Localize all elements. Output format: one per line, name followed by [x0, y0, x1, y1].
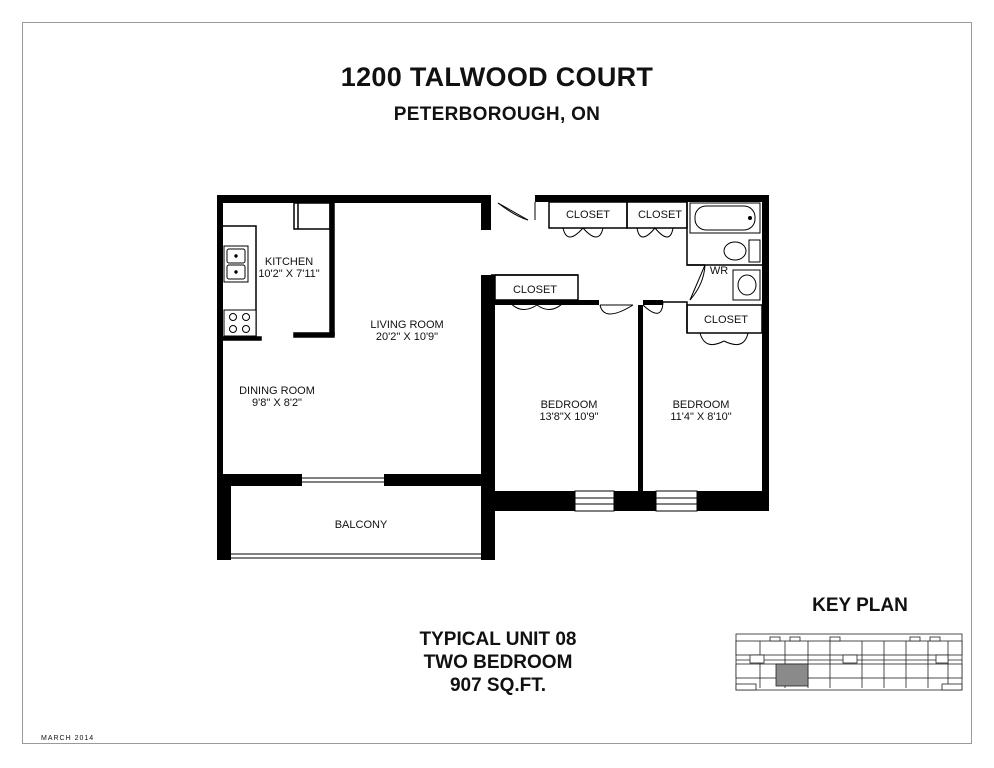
building-location: PETERBOROUGH, ON	[393, 104, 601, 125]
bedroom1-size: 13'8"X 10'9"	[539, 411, 598, 423]
closet-label-1: CLOSET	[566, 209, 610, 221]
closet-label-2: CLOSET	[638, 209, 682, 221]
dining-room-label: DINING ROOM	[239, 385, 315, 397]
sheet-border	[22, 22, 972, 744]
partitions	[222, 201, 763, 341]
washroom-label: WR	[710, 265, 728, 277]
bedroom2-size: 11'4" X 8'10"	[670, 411, 731, 423]
toilet-icon	[723, 239, 761, 263]
key-plan-map	[735, 633, 963, 691]
living-room-size: 20'2" X 10'9"	[376, 331, 438, 343]
unit-number: TYPICAL UNIT 08	[419, 629, 577, 650]
kitchen-label: KITCHEN	[265, 256, 313, 268]
vanity-sink-icon	[732, 269, 761, 301]
bedroom2-label: BEDROOM	[673, 399, 730, 411]
plan-date: MARCH 2014	[41, 735, 95, 742]
kitchen-sink-icon	[223, 245, 249, 283]
closet-label-3: CLOSET	[513, 284, 557, 296]
stove-icon	[223, 309, 257, 337]
kitchen-size: 10'2" X 7'11"	[258, 268, 319, 280]
unit-type: TWO BEDROOM	[423, 652, 573, 673]
balcony-door	[231, 477, 481, 559]
windows	[574, 490, 698, 512]
dining-room-size: 9'8" X 8'2"	[252, 397, 302, 409]
walls	[217, 195, 769, 560]
door-swings	[497, 202, 749, 346]
building-title: 1200 TALWOOD COURT	[340, 62, 654, 92]
living-room-label: LIVING ROOM	[370, 319, 443, 331]
unit-area: 907 SQ.FT.	[449, 675, 547, 696]
unit-summary: TYPICAL UNIT 08 TWO BEDROOM 907 SQ.FT.	[380, 628, 616, 697]
key-plan-title: KEY PLAN	[812, 595, 908, 616]
bathtub-icon	[689, 202, 761, 234]
key-plan-unit-highlight	[775, 663, 809, 687]
balcony-label: BALCONY	[335, 519, 388, 531]
bedroom1-label: BEDROOM	[541, 399, 598, 411]
closet-label-4: CLOSET	[704, 314, 748, 326]
